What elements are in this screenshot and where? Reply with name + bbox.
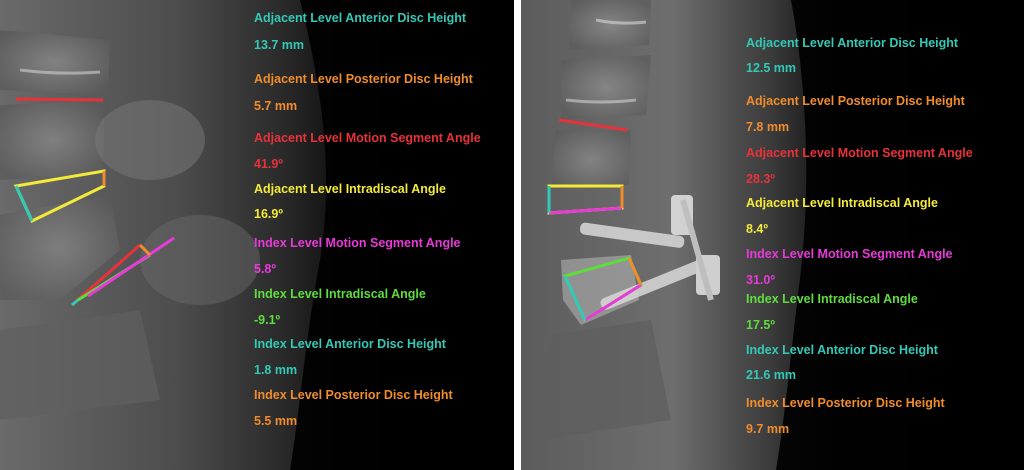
value-index-intradiscal-angle: 17.5º: [746, 318, 775, 332]
value-adjacent-motion-segment-angle: 28.3º: [746, 172, 775, 186]
value-adjacent-intradiscal-angle: 8.4º: [746, 222, 768, 236]
label-adjacent-posterior-disc-height: Adjacent Level Posterior Disc Height: [254, 72, 473, 86]
label-index-motion-segment-angle: Index Level Motion Segment Angle: [254, 236, 461, 250]
xray-panel-right: Adjacent Level Anterior Disc Height 12.5…: [521, 0, 1024, 470]
label-adjacent-motion-segment-angle: Adjacent Level Motion Segment Angle: [746, 146, 973, 160]
value-index-posterior-disc-height: 9.7 mm: [746, 422, 790, 436]
value-adjacent-posterior-disc-height: 7.8 mm: [746, 120, 790, 134]
xray-image-left: [0, 0, 514, 470]
label-index-posterior-disc-height: Index Level Posterior Disc Height: [746, 396, 945, 410]
value-adjacent-motion-segment-angle: 41.9º: [254, 157, 283, 171]
value-index-anterior-disc-height: 1.8 mm: [254, 363, 298, 377]
label-adjacent-motion-segment-angle: Adjacent Level Motion Segment Angle: [254, 131, 481, 145]
label-adjacent-posterior-disc-height: Adjacent Level Posterior Disc Height: [746, 94, 965, 108]
panel-divider: [514, 0, 521, 470]
label-index-posterior-disc-height: Index Level Posterior Disc Height: [254, 388, 453, 402]
value-index-anterior-disc-height: 21.6 mm: [746, 368, 797, 382]
label-adjacent-anterior-disc-height: Adjacent Level Anterior Disc Height: [746, 36, 959, 50]
value-index-posterior-disc-height: 5.5 mm: [254, 414, 298, 428]
value-adjacent-anterior-disc-height: 12.5 mm: [746, 61, 797, 75]
label-index-motion-segment-angle: Index Level Motion Segment Angle: [746, 247, 953, 261]
value-adjacent-anterior-disc-height: 13.7 mm: [254, 38, 305, 52]
value-adjacent-posterior-disc-height: 5.7 mm: [254, 99, 298, 113]
xray-panel-left: Adjacent Level Anterior Disc Height 13.7…: [0, 0, 514, 470]
value-index-intradiscal-angle: -9.1º: [254, 313, 281, 327]
label-adjacent-anterior-disc-height: Adjacent Level Anterior Disc Height: [254, 11, 467, 25]
label-adjacent-intradiscal-angle: Adjacent Level Intradiscal Angle: [254, 182, 446, 196]
xray-image-right: [521, 0, 1024, 470]
label-index-intradiscal-angle: Index Level Intradiscal Angle: [746, 292, 918, 306]
label-index-anterior-disc-height: Index Level Anterior Disc Height: [254, 337, 446, 351]
label-adjacent-intradiscal-angle: Adjacent Level Intradiscal Angle: [746, 196, 938, 210]
label-index-intradiscal-angle: Index Level Intradiscal Angle: [254, 287, 426, 301]
label-index-anterior-disc-height: Index Level Anterior Disc Height: [746, 343, 938, 357]
value-index-motion-segment-angle: 31.0º: [746, 273, 775, 287]
value-index-motion-segment-angle: 5.8º: [254, 262, 276, 276]
value-adjacent-intradiscal-angle: 16.9º: [254, 207, 283, 221]
